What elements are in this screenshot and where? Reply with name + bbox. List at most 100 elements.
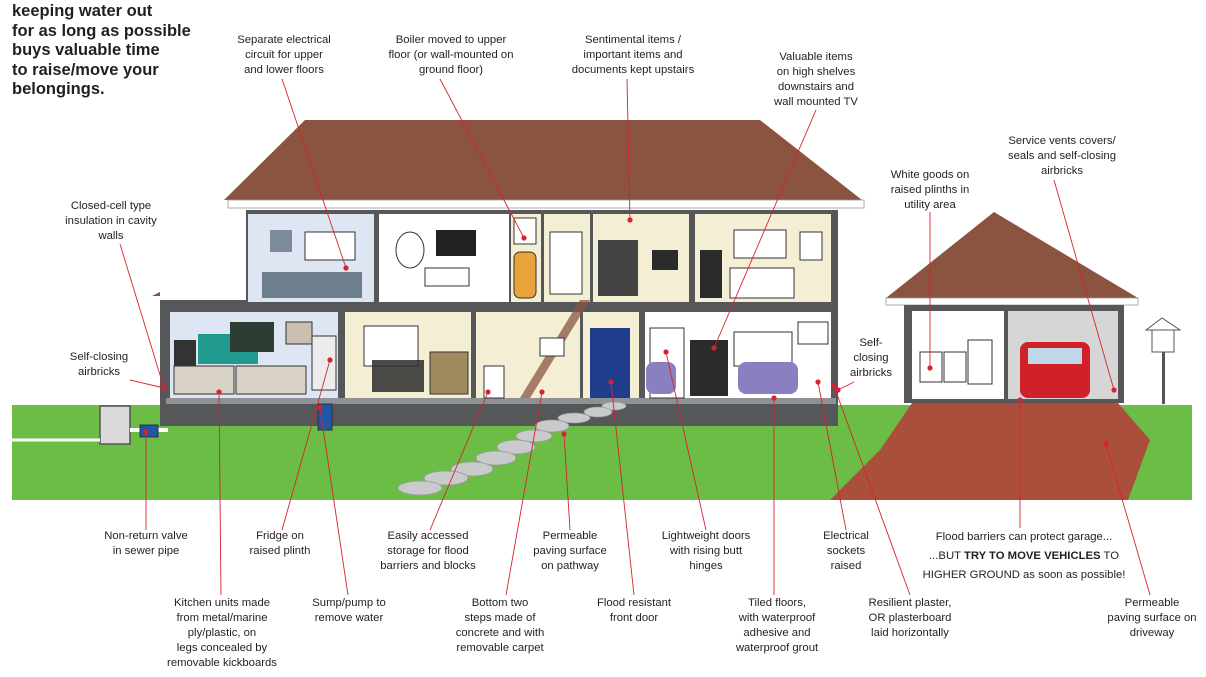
label-separate-circuit: Separate electrical circuit for upper an…	[237, 33, 331, 78]
garage-note-lead: ...BUT	[928, 550, 964, 562]
label-line: Sump/pump to	[312, 597, 386, 609]
label-service-vents: Service vents covers/ seals and self-clo…	[1008, 134, 1116, 179]
label-line: Tiled floors,	[748, 597, 806, 609]
label-tiled-floors: Tiled floors, with waterproof adhesive a…	[736, 596, 818, 656]
bird-table	[1144, 317, 1182, 404]
label-line: Kitchen units made	[173, 597, 271, 609]
label-boiler: Boiler moved to upper floor (or wall-mou…	[389, 33, 514, 78]
label-line: laid horizontally	[871, 627, 949, 639]
intro-line: belongings.	[12, 80, 105, 98]
label-line: Electrical	[823, 530, 869, 542]
label-line: airbricks	[1040, 165, 1084, 177]
label-line: in sewer pipe	[112, 545, 180, 557]
label-line: Resilient plaster,	[868, 597, 952, 609]
label-bottom-steps: Bottom two steps made of concrete and wi…	[456, 596, 545, 656]
label-line: Flood resistant	[596, 597, 672, 609]
label-line: paving surface	[533, 545, 607, 557]
garage	[885, 212, 1139, 403]
intro-line: to raise/move your	[12, 60, 159, 79]
label-resilient-plaster: Resilient plaster, OR plasterboard laid …	[869, 596, 952, 641]
garage-note-emphasis: TRY TO MOVE VEHICLES	[963, 550, 1101, 562]
label-line: Non-return valve	[104, 530, 188, 542]
label-line: utility area	[904, 199, 956, 211]
main-house	[152, 120, 865, 426]
label-line: important items and	[583, 49, 683, 61]
label-line: sockets	[826, 545, 866, 557]
label-white-goods: White goods on raised plinths in utility…	[891, 168, 970, 213]
label-line: Self-closing	[69, 351, 129, 363]
label-airbricks-left: Self-closing airbricks	[70, 350, 128, 380]
label-line: Self-	[859, 337, 883, 349]
label-line: airbricks	[849, 367, 893, 379]
label-line: legs concealed by	[176, 642, 268, 654]
label-line: adhesive and	[743, 627, 811, 639]
label-line: walls	[98, 230, 124, 242]
garage-note-line3: HIGHER GROUND as soon as possible!	[922, 569, 1126, 581]
label-line: barriers and blocks	[380, 560, 476, 572]
label-line: raised	[830, 560, 862, 572]
label-lightweight-doors: Lightweight doors with rising butt hinge…	[662, 529, 751, 574]
intro-line: for as long as possible	[12, 21, 191, 40]
label-airbricks-right: Self- closing airbricks	[850, 336, 892, 381]
label-line: seals and self-closing	[1007, 150, 1117, 162]
driveway	[830, 403, 1150, 500]
label-storage: Easily accessed storage for flood barrie…	[380, 529, 475, 574]
label-line: storage for flood	[387, 545, 469, 557]
sump-pump	[317, 403, 333, 431]
label-line: Sentimental items /	[584, 34, 682, 46]
label-line: remove water	[314, 612, 384, 624]
leader-lines	[119, 78, 1151, 596]
label-line: Permeable	[542, 530, 598, 542]
label-line: hinges	[689, 560, 723, 572]
garage-note-tail: TO	[1100, 550, 1120, 562]
label-line: steps made of	[464, 612, 536, 624]
label-front-door: Flood resistant front door	[597, 596, 671, 626]
label-line: floor (or wall-mounted on	[388, 49, 514, 61]
sewer-pipe	[12, 405, 168, 445]
label-line: Separate electrical	[237, 34, 331, 46]
label-line: closing	[853, 352, 889, 364]
label-permeable-path: Permeable paving surface on pathway	[533, 529, 606, 574]
label-line: and lower floors	[244, 64, 324, 76]
stepping-stone-path	[397, 401, 627, 496]
label-line: on pathway	[541, 560, 599, 572]
label-line: Boiler moved to upper	[395, 34, 507, 46]
label-line: paving surface on	[1107, 612, 1197, 624]
label-line: on high shelves	[776, 66, 856, 78]
label-line: front door	[609, 612, 659, 624]
label-line: ply/plastic, on	[187, 627, 257, 639]
intro-line: keeping water out	[12, 2, 153, 20]
label-line: waterproof grout	[735, 642, 819, 654]
intro-line: buys valuable time	[12, 41, 160, 59]
label-line: raised plinth	[249, 545, 311, 557]
label-line: downstairs and	[778, 81, 854, 93]
leader-markers	[143, 217, 1117, 447]
label-electrical-sockets: Electrical sockets raised	[823, 529, 869, 574]
label-fridge: Fridge on raised plinth	[250, 529, 311, 559]
label-line: circuit for upper	[245, 49, 323, 61]
label-line: ground floor)	[418, 64, 484, 76]
label-line: documents kept upstairs	[571, 64, 695, 76]
label-permeable-driveway: Permeable paving surface on driveway	[1107, 596, 1196, 641]
label-line: with rising butt	[669, 545, 743, 557]
label-line: Easily accessed	[387, 530, 469, 542]
label-line: removable kickboards	[167, 657, 277, 669]
label-line: Service vents covers/	[1008, 135, 1116, 147]
label-line: airbricks	[77, 366, 121, 378]
intro-text: keeping water out for as long as possibl…	[12, 2, 232, 100]
label-sentimental-items: Sentimental items / important items and …	[572, 33, 694, 78]
label-line: Lightweight doors	[661, 530, 751, 542]
label-insulation: Closed-cell type insulation in cavity wa…	[65, 199, 157, 244]
label-line: wall mounted TV	[774, 96, 858, 108]
label-line: removable carpet	[456, 642, 544, 654]
label-line: from metal/marine	[176, 612, 268, 624]
label-line: White goods on	[890, 169, 970, 181]
label-line: raised plinths in	[890, 184, 970, 196]
label-kitchen-units: Kitchen units made from metal/marine ply…	[167, 596, 277, 671]
label-line: Permeable	[1124, 597, 1180, 609]
label-line: insulation in cavity	[65, 215, 157, 227]
garage-note: Flood barriers can protect garage... ...…	[923, 528, 1126, 585]
garage-note-line1: Flood barriers can protect garage...	[935, 531, 1113, 543]
label-line: Valuable items	[779, 51, 853, 63]
label-line: Fridge on	[256, 530, 304, 542]
